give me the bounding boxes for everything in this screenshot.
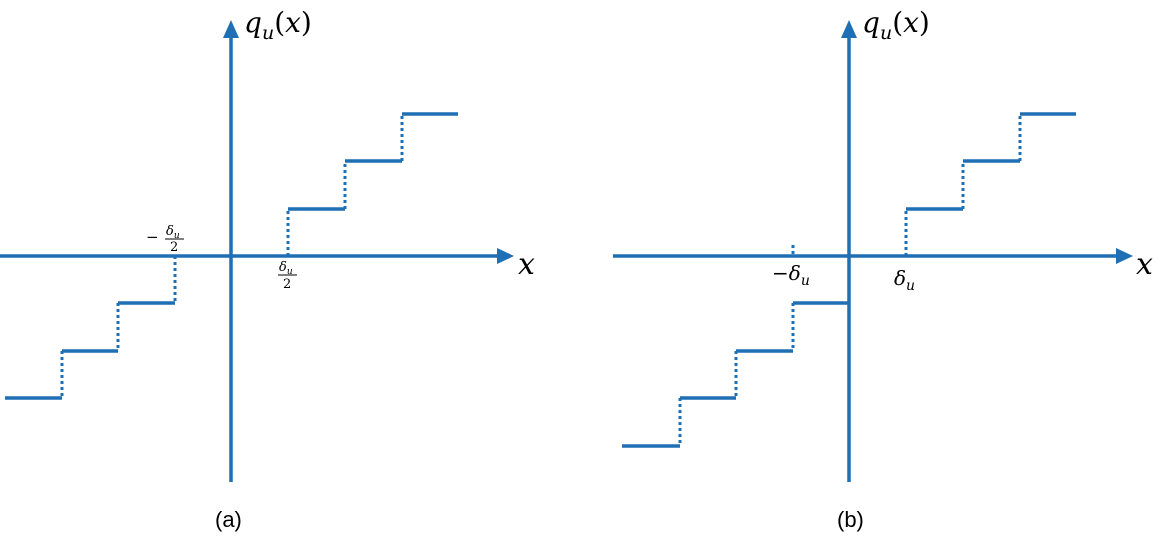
- panel-a-tick-pos-denominator: 2: [283, 277, 291, 292]
- panel-a-y-axis-label: qu(x): [244, 6, 312, 44]
- panel-a-y-axis-arrow-icon: [223, 20, 239, 38]
- panel-b-y-axis-arrow-icon: [841, 20, 857, 38]
- panel-b-caption: (b): [837, 507, 864, 532]
- panel-a-tick-neg-denominator: 2: [170, 240, 178, 255]
- panel-a-x-axis-arrow-icon: [497, 248, 514, 264]
- panel-a-caption: (a): [215, 507, 242, 532]
- panel-a-tick-neg-numerator: δu: [166, 224, 180, 241]
- panel-a-x-axis-label: x: [518, 247, 535, 282]
- panel-a-tick-neg-minus: −: [146, 228, 159, 246]
- panel-b-tick-neg-delta: −δu: [772, 261, 810, 289]
- panel-a: qu(x) x − δu 2 δu 2 (a): [0, 6, 535, 532]
- panel-b-x-axis-arrow-icon: [1116, 248, 1133, 264]
- panel-a-tick-neg-half-delta: − δu 2: [146, 224, 184, 255]
- panel-b: qu(x) x −δu δu (b): [613, 6, 1153, 532]
- panel-b-x-axis-label: x: [1136, 247, 1153, 282]
- panel-b-y-axis-label: qu(x): [862, 6, 930, 44]
- panel-a-tick-pos-half-delta: δu 2: [278, 260, 297, 292]
- panel-b-tick-pos-delta: δu: [894, 266, 915, 294]
- panel-a-tick-pos-numerator: δu: [279, 260, 293, 277]
